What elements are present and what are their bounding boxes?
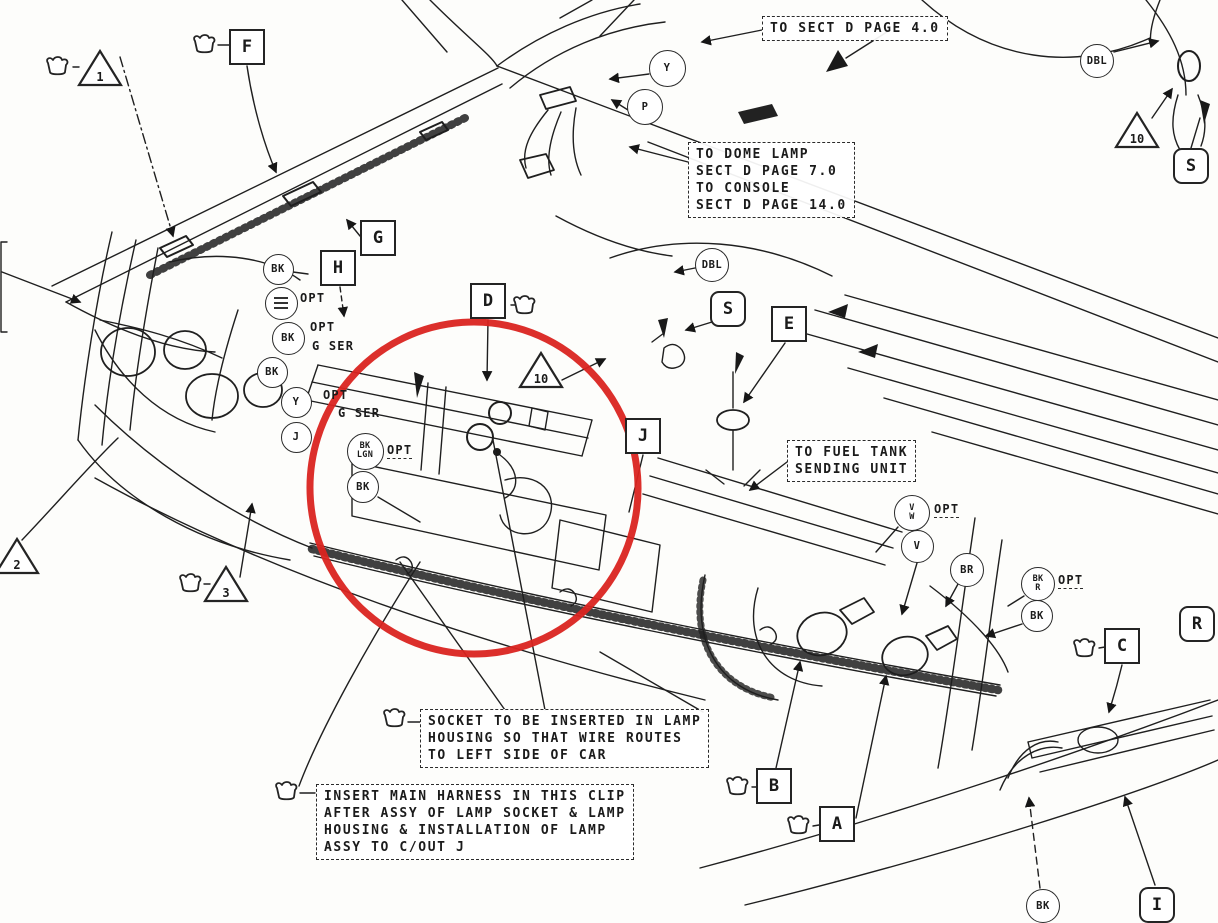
wire-code-DBL: DBL xyxy=(1080,44,1114,78)
wire-code-P: P xyxy=(627,89,663,125)
connector-box-S: S xyxy=(710,291,746,327)
note-to-sect-d: TO SECT D PAGE 4.0 xyxy=(762,16,948,41)
connector-box-E: E xyxy=(771,306,807,342)
note-line: TO SECT D PAGE 4.0 xyxy=(770,21,940,36)
svg-text:10: 10 xyxy=(1130,132,1144,146)
wire-code-V: V xyxy=(900,529,934,563)
wire-code-BK: BK xyxy=(347,471,379,503)
note-line: HOUSING & INSTALLATION OF LAMP xyxy=(324,823,607,838)
wire-code-BK: BK xyxy=(256,356,288,388)
harness-clip-icon xyxy=(44,56,70,82)
connector-box-S: S xyxy=(1173,148,1209,184)
code-label-opt: OPT xyxy=(323,388,349,402)
note-line: SOCKET TO BE INSERTED IN LAMP xyxy=(428,714,702,729)
connector-face-symbol xyxy=(264,286,298,320)
connector-box-J: J xyxy=(625,418,661,454)
triangle-callout-1: 1 xyxy=(77,48,123,92)
note-to-dome-lamp: TO DOME LAMP SECT D PAGE 7.0 TO CONSOLE … xyxy=(688,142,855,218)
wire-code-DBL: DBL xyxy=(695,248,729,282)
connector-box-B: B xyxy=(756,768,792,804)
wire-code-Y: Y xyxy=(648,49,686,87)
note-line: SECT D PAGE 7.0 xyxy=(696,164,838,179)
note-insert-harness-instruction: INSERT MAIN HARNESS IN THIS CLIP AFTER A… xyxy=(316,784,634,860)
harness-clip-icon xyxy=(785,815,811,841)
connector-box-D: D xyxy=(470,283,506,319)
wire-code-J: J xyxy=(280,421,312,453)
code-label-opt: OPT xyxy=(934,502,960,518)
note-line: SECT D PAGE 14.0 xyxy=(696,198,847,213)
triangle-callout-10: 10 xyxy=(518,350,564,394)
code-label-opt: OPT xyxy=(310,320,336,334)
connector-box-H: H xyxy=(320,250,356,286)
note-line: SENDING UNIT xyxy=(795,462,909,477)
highlight-circle-annotation xyxy=(306,318,642,658)
harness-clip-icon xyxy=(177,573,203,599)
wire-code-BK: BK xyxy=(271,321,305,355)
wire-code-Y: Y xyxy=(280,386,312,418)
note-line: INSERT MAIN HARNESS IN THIS CLIP xyxy=(324,789,626,804)
triangle-callout-10: 10 xyxy=(1114,110,1160,154)
note-socket-instruction: SOCKET TO BE INSERTED IN LAMP HOUSING SO… xyxy=(420,709,710,768)
code-label-opt: OPT xyxy=(1058,573,1084,589)
triangle-callout-3: 3 xyxy=(203,564,249,608)
connector-box-C: C xyxy=(1104,628,1140,664)
code-label-g-ser: G SER xyxy=(338,406,381,420)
harness-clip-icon xyxy=(511,295,537,321)
wire-code-BR: BR xyxy=(950,553,984,587)
connector-box-F: F xyxy=(229,29,265,65)
code-label-g-ser: G SER xyxy=(312,339,355,353)
note-line: TO DOME LAMP xyxy=(696,147,810,162)
harness-clip-icon xyxy=(381,708,407,734)
note-line: ASSY TO C/OUT J xyxy=(324,840,466,855)
svg-text:2: 2 xyxy=(13,558,20,572)
triangle-callout-2: 2 xyxy=(0,536,40,580)
svg-text:10: 10 xyxy=(534,372,548,386)
note-line: TO CONSOLE xyxy=(696,181,791,196)
harness-clip-icon xyxy=(273,781,299,807)
wire-code-BK: BK xyxy=(262,253,294,285)
connector-box-I: I xyxy=(1139,887,1175,923)
svg-text:1: 1 xyxy=(96,70,103,84)
harness-clip-icon xyxy=(724,776,750,802)
connector-box-R: R xyxy=(1179,606,1215,642)
harness-clip-icon xyxy=(191,34,217,60)
note-line: AFTER ASSY OF LAMP SOCKET & LAMP xyxy=(324,806,626,821)
note-line: TO LEFT SIDE OF CAR xyxy=(428,748,608,763)
connector-box-A: A xyxy=(819,806,855,842)
connector-box-G: G xyxy=(360,220,396,256)
harness-clip-icon xyxy=(1071,638,1097,664)
note-line: HOUSING SO THAT WIRE ROUTES xyxy=(428,731,683,746)
note-to-fuel-tank: TO FUEL TANK SENDING UNIT xyxy=(787,440,917,482)
svg-text:3: 3 xyxy=(222,586,229,600)
note-line: TO FUEL TANK xyxy=(795,445,909,460)
wire-code-BK: BK xyxy=(1026,889,1060,923)
code-label-opt: OPT xyxy=(300,291,326,305)
wire-code-BK: BK xyxy=(1021,600,1053,632)
code-label-opt: OPT xyxy=(387,443,413,459)
